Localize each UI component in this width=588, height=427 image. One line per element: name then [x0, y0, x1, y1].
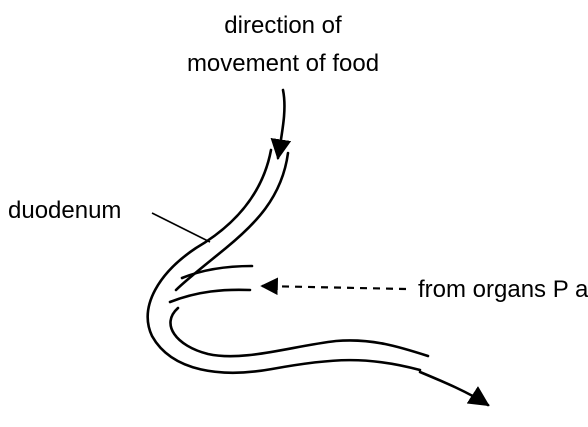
duodenum-inner-wall-lower — [170, 308, 428, 356]
duct-lower-wall — [170, 290, 250, 302]
duodenum-outer-wall — [148, 150, 420, 373]
organs-label: from organs P and Q — [418, 276, 588, 303]
food-exit-arrow — [420, 372, 488, 405]
direction-label-line2: movement of food — [187, 50, 379, 77]
duodenum-label: duodenum — [8, 197, 121, 224]
organs-dashed-arrow — [262, 286, 406, 289]
food-entry-arrow — [278, 90, 284, 158]
duodenum-pointer-line — [152, 213, 210, 242]
direction-label-line1: direction of — [224, 12, 342, 39]
